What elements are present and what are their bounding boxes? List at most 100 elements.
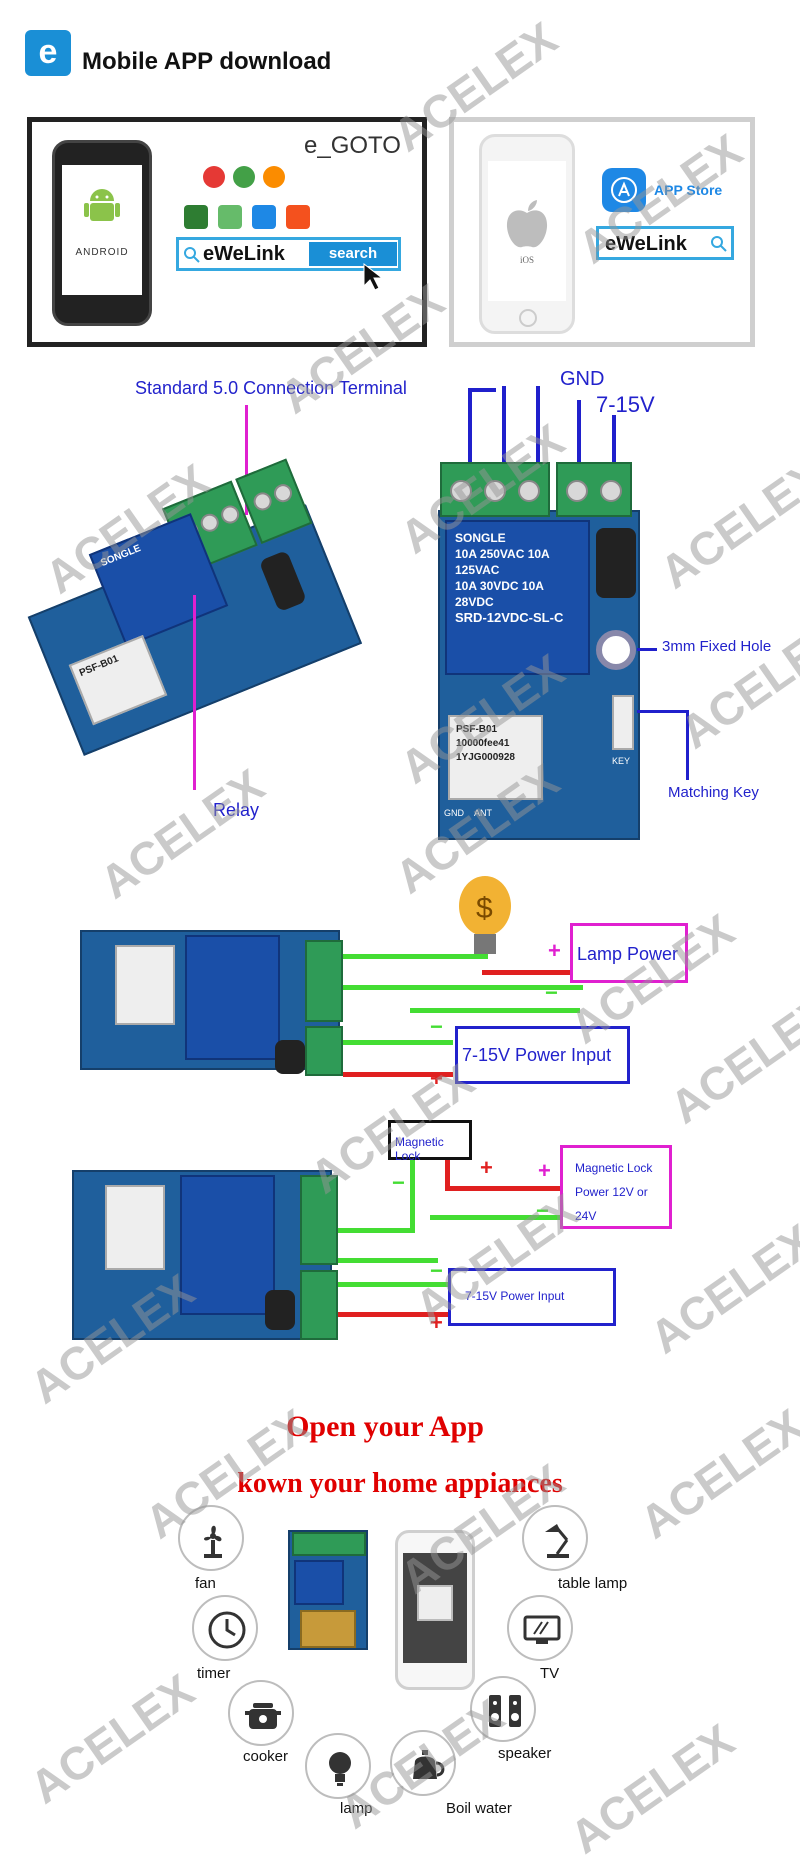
table-lamp-circle — [522, 1505, 588, 1571]
android-text: ANDROID — [75, 247, 129, 258]
fan-circle — [178, 1505, 244, 1571]
capacitor — [275, 1040, 305, 1074]
wire-green — [343, 985, 583, 990]
table-lamp-icon — [545, 1524, 569, 1558]
app-store-glyph — [611, 177, 637, 203]
cooker-icon — [245, 1703, 281, 1729]
app-store-icons — [200, 162, 300, 192]
minus-sign: − — [392, 1170, 405, 1195]
home-appliances-subtitle: kown your home appiances — [237, 1468, 563, 1499]
lock-power-label: Magnetic Lock Power 12V or 24V — [575, 1156, 652, 1228]
kettle-icon — [413, 1750, 445, 1779]
app-phone-screen — [403, 1553, 467, 1663]
minus-sign: − — [536, 1198, 549, 1223]
app-phone — [395, 1530, 475, 1690]
wire-green — [338, 1228, 415, 1233]
wire-blue — [502, 386, 506, 470]
home-button — [519, 309, 537, 327]
module-line-1: PSF-B01 — [456, 724, 498, 735]
lamp-power-label: Lamp Power — [577, 944, 679, 964]
apple-logo-icon — [506, 200, 548, 248]
wire-green — [343, 954, 488, 959]
terminal-block-lamp-1 — [305, 940, 343, 1022]
lamp-bulb-icon: $ — [459, 876, 511, 954]
screw — [218, 502, 242, 527]
relay-rating-2: 10A 30VDC 10A 28VDC — [455, 579, 544, 609]
key-label: Matching Key — [668, 784, 759, 801]
cooker-circle — [228, 1680, 294, 1746]
watermark: ACELEX — [560, 1713, 744, 1861]
magnetic-lock-box: Magnetic Lock — [388, 1120, 472, 1163]
relay-model: SRD-12VDC-SL-C — [455, 610, 564, 625]
gnd-label: GND — [560, 368, 605, 390]
wire-blue — [612, 415, 616, 470]
watermark: ACELEX — [650, 448, 800, 599]
android-phone: ANDROID — [52, 140, 152, 326]
speaker-circle — [470, 1676, 536, 1742]
lock-power-line-3: 24V — [575, 1209, 597, 1223]
ios-search-box[interactable]: eWeLink — [596, 226, 734, 260]
wire-red — [445, 1186, 560, 1191]
wire-blue — [577, 400, 581, 470]
timer-icon — [208, 1611, 246, 1649]
ios-text: iOS — [519, 255, 534, 265]
tv-label: TV — [540, 1665, 560, 1682]
ewelink-logo: e — [25, 30, 71, 76]
boil-water-label: Boil water — [446, 1800, 512, 1817]
wifi-module: PSF-B01 10000fee41 1YJG000928 — [448, 715, 543, 800]
terminal-block-lock-1 — [300, 1175, 338, 1265]
key-text: KEY — [612, 756, 631, 766]
cooker-label: cooker — [243, 1748, 289, 1765]
table-lamp-label: table lamp — [558, 1575, 628, 1592]
store-icons-row1 — [203, 166, 285, 188]
terminal-block-4 — [556, 462, 632, 517]
search-icon — [184, 247, 200, 263]
tv-circle — [507, 1595, 573, 1661]
tv-icon — [523, 1615, 561, 1644]
relay — [180, 1175, 275, 1315]
wifi-module — [115, 945, 175, 1025]
relay-upright: SONGLE 10A 250VAC 10A 125VAC 10A 30VDC 1… — [445, 520, 590, 675]
relay-brand: SONGLE — [455, 531, 506, 545]
speaker-icon — [489, 1695, 521, 1727]
small-module — [300, 1610, 356, 1648]
lock-power-line-2: Power 12V or — [575, 1185, 648, 1199]
plus-sign: + — [548, 938, 561, 963]
voltage-label: 7-15V — [596, 392, 655, 417]
capacitor — [596, 528, 636, 598]
terminal-block-lock-2 — [300, 1270, 338, 1340]
screw — [484, 480, 506, 502]
wire-blue — [468, 388, 496, 392]
ios-download-panel: iOS APP Store eWeLink — [449, 117, 755, 347]
terminal-block-lamp-2 — [305, 1026, 343, 1076]
wire-blue — [536, 386, 540, 470]
lock-power-input-label: 7-15V Power Input — [465, 1289, 565, 1303]
cursor-icon — [363, 262, 384, 291]
relay-rating: 10A 250VAC 10A 125VAC — [455, 547, 550, 577]
plus-sign: + — [430, 1066, 443, 1091]
small-relay — [294, 1560, 344, 1605]
lamp-label: lamp — [340, 1800, 373, 1817]
egoto-logo: e_GOTO — [304, 132, 401, 159]
ios-app-name: eWeLink — [605, 233, 687, 255]
screw — [518, 480, 540, 502]
lamp-power-box: Lamp Power — [570, 923, 688, 983]
screw — [600, 480, 622, 502]
hole-label: 3mm Fixed Hole — [662, 638, 772, 655]
watermark: ACELEX — [640, 1213, 800, 1364]
wire-green — [338, 1258, 438, 1263]
search-button[interactable]: search — [309, 242, 397, 266]
relay — [185, 935, 280, 1060]
module-line-2: 10000fee41 — [456, 738, 510, 749]
android-download-panel: ANDROID e_GOTO eWeLink search — [27, 117, 427, 347]
plus-sign: + — [538, 1158, 551, 1183]
wire-green — [410, 1008, 580, 1013]
key-pointer-v — [686, 710, 689, 780]
fixed-hole — [596, 630, 636, 670]
power-input-label: 7-15V Power Input — [462, 1045, 612, 1065]
open-app-title: Open your App — [286, 1410, 484, 1443]
small-terminal — [292, 1532, 366, 1556]
wire-red — [482, 970, 582, 975]
terminal-block-3 — [440, 462, 550, 517]
store-icons-row2 — [184, 205, 310, 229]
